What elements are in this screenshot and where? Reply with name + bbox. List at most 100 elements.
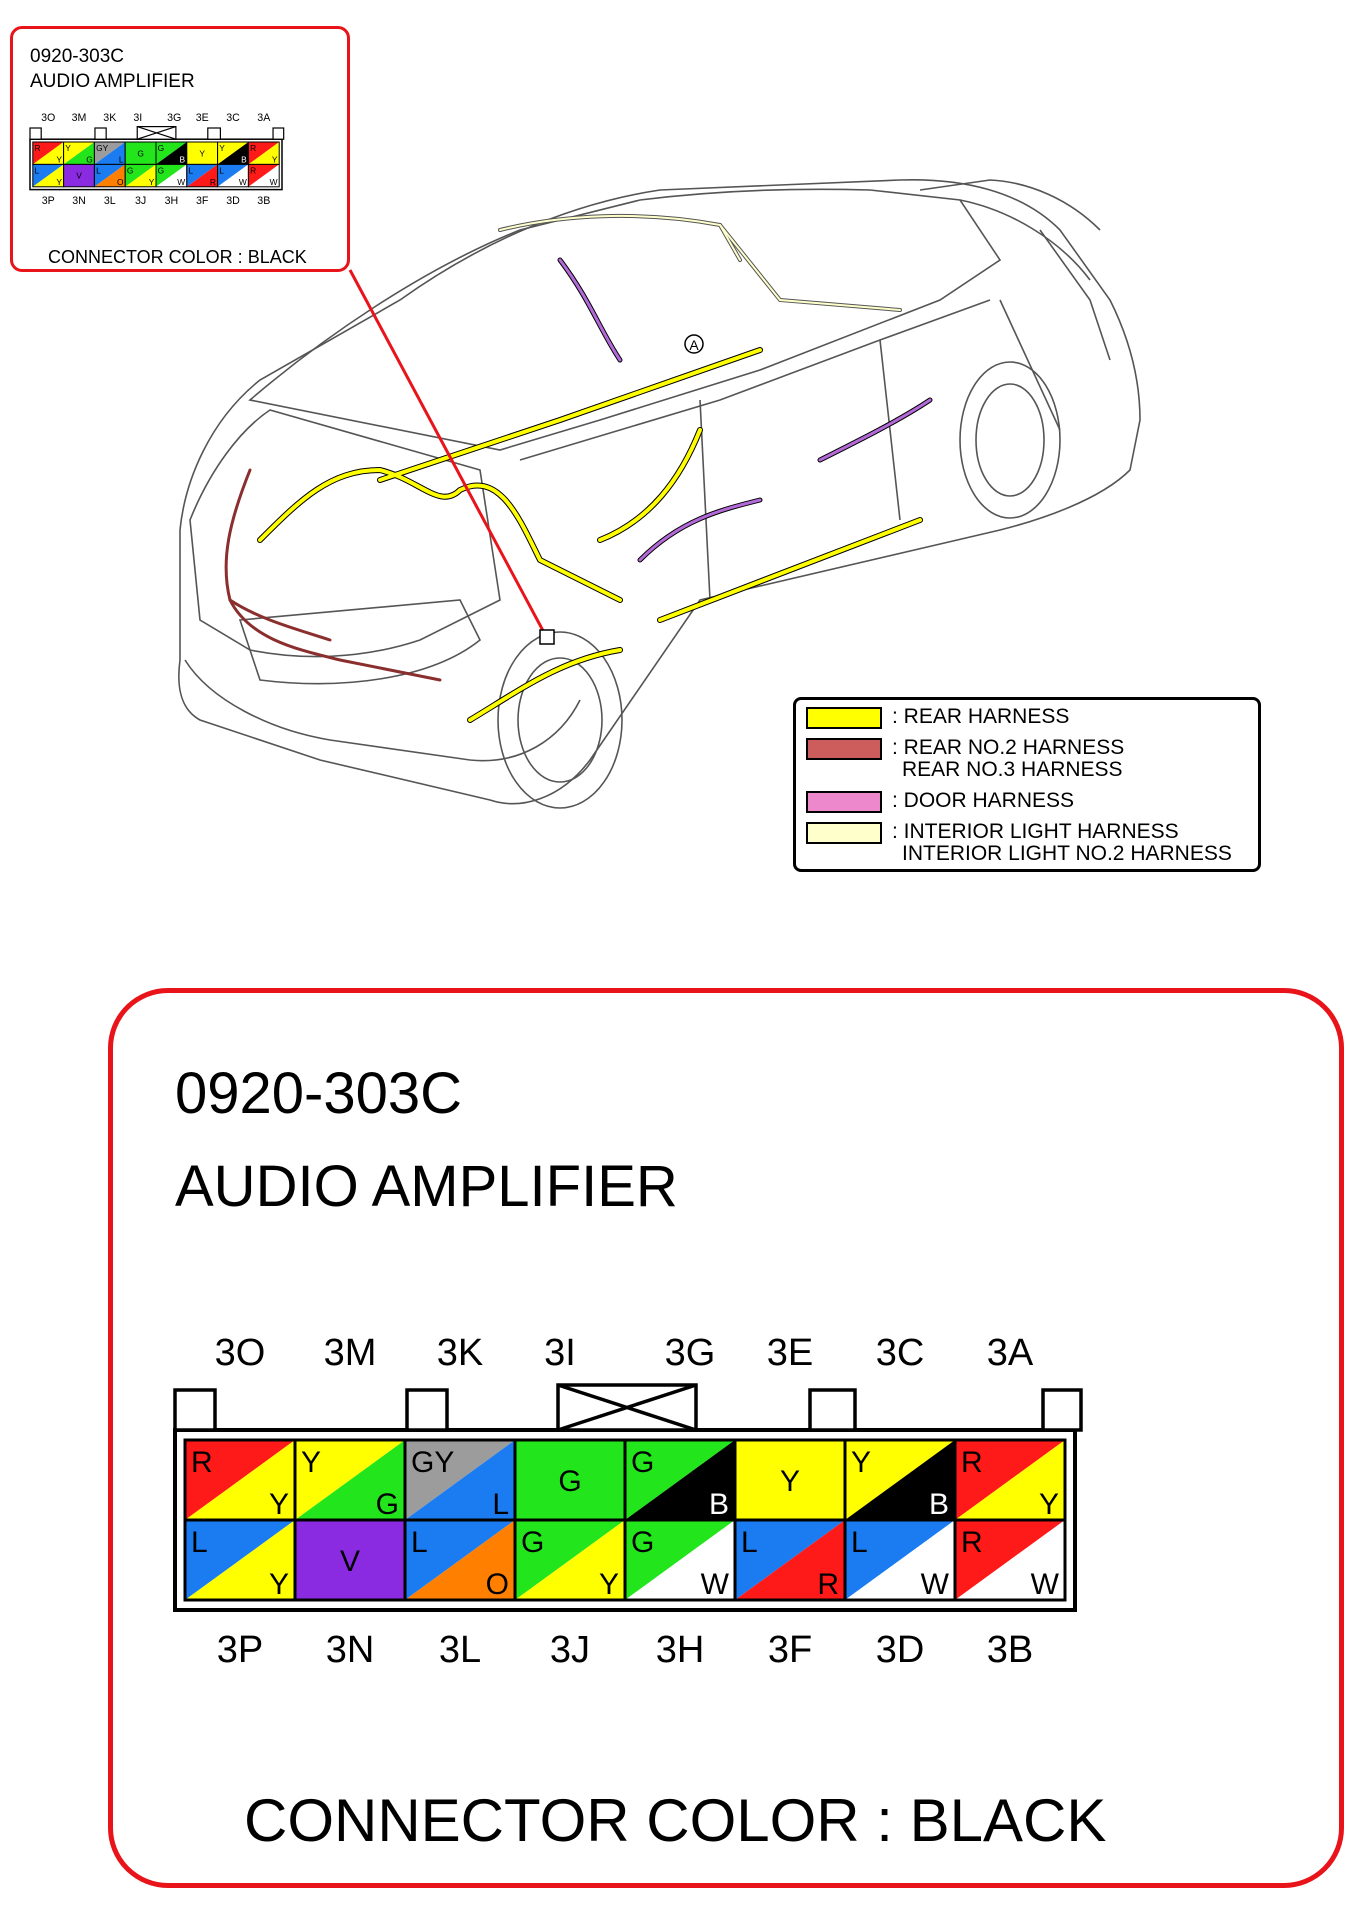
pin-label-3J: 3J	[135, 195, 146, 207]
pin-label-3I: 3I	[133, 112, 142, 124]
wire-code-primary: Y	[219, 143, 225, 153]
wire-code-stripe: B	[709, 1488, 729, 1521]
pin-label-3C: 3C	[876, 1332, 925, 1374]
wire-code-primary: G	[631, 1526, 654, 1559]
wire-code-primary: Y	[199, 148, 205, 158]
terminal-3G: GB	[623, 1438, 737, 1522]
wire-code-stripe: W	[701, 1568, 730, 1601]
pin-label-3A: 3A	[987, 1332, 1034, 1374]
connector-lock-tab	[207, 127, 222, 140]
wire-color-stripe	[94, 164, 126, 187]
wire-code-stripe: L	[119, 155, 124, 165]
wire-color-stripe	[185, 1440, 295, 1520]
wire-code-stripe: Y	[1039, 1488, 1059, 1521]
wire-code-stripe: Y	[56, 177, 62, 187]
wire-code-primary: L	[34, 165, 39, 175]
wire-color-stripe	[32, 164, 64, 187]
pin-label-3P: 3P	[42, 195, 55, 207]
wire-color-stripe	[735, 1520, 845, 1600]
wire-code-primary: V	[340, 1545, 360, 1578]
pin-label-3C: 3C	[226, 112, 240, 124]
connector-lock-tab	[94, 127, 107, 140]
terminal-3N: V	[63, 163, 95, 188]
pin-label-3G: 3G	[167, 112, 181, 124]
wire-code-stripe: O	[486, 1568, 509, 1601]
wire-color-stripe	[625, 1440, 735, 1520]
location-marker-label: A	[689, 337, 699, 353]
wire-code-stripe: R	[210, 177, 216, 187]
connector-location-mark	[539, 629, 555, 645]
pin-label-3D: 3D	[226, 195, 240, 207]
wire-code-primary: L	[96, 165, 101, 175]
wire-color-stripe	[156, 164, 187, 187]
terminal-3C: YB	[843, 1438, 957, 1522]
wire-code-primary: R	[34, 143, 40, 153]
location-marker-circle	[684, 334, 704, 354]
pin-label-3D: 3D	[876, 1629, 925, 1671]
pin-label-3F: 3F	[196, 195, 209, 207]
terminal-3O: RY	[183, 1438, 297, 1522]
wire-color-primary	[248, 142, 280, 165]
pin-label-3H: 3H	[165, 195, 179, 207]
pin-label-3K: 3K	[103, 112, 116, 124]
terminal-3B: RW	[247, 163, 280, 188]
wire-code-primary: L	[741, 1526, 758, 1559]
wire-color-primary	[186, 142, 218, 165]
legend-swatch	[806, 738, 882, 760]
legend-label-line2: REAR NO.3 HARNESS	[902, 758, 1123, 781]
terminal-3F: LR	[186, 163, 219, 188]
wire-color-primary	[125, 142, 156, 165]
connector-lock-tab	[272, 127, 285, 140]
wire-code-stripe: B	[929, 1488, 949, 1521]
wire-code-stripe: B	[241, 155, 247, 165]
wire-code-primary: L	[191, 1526, 208, 1559]
wire-color-stripe	[63, 142, 95, 165]
connector-lock-tab	[808, 1388, 857, 1432]
terminal-outline	[247, 163, 280, 188]
pin-label-3O: 3O	[215, 1332, 266, 1374]
wire-color-stripe	[845, 1520, 955, 1600]
pin-label-3L: 3L	[104, 195, 116, 207]
terminal-3K: GY L	[93, 141, 126, 165]
wire-color-stripe	[955, 1440, 1065, 1520]
wire-color-stripe	[295, 1440, 405, 1520]
pin-label-3F: 3F	[768, 1629, 812, 1671]
legend-label: : INTERIOR LIGHT HARNESS	[892, 820, 1179, 843]
wire-code-stripe: Y	[56, 155, 62, 165]
wire-code-primary: GY	[96, 143, 109, 153]
wire-code-primary: L	[411, 1526, 428, 1559]
wire-code-stripe: Y	[269, 1488, 289, 1521]
pin-label-3N: 3N	[72, 195, 86, 207]
wire-code-primary: G	[558, 1465, 581, 1498]
wire-code-primary: R	[250, 165, 256, 175]
vehicle-harness-illustration: A	[178, 178, 1141, 809]
terminal-outline	[953, 1518, 1067, 1602]
small-connector-color-label: CONNECTOR COLOR : BLACK	[48, 247, 307, 267]
connector-lock-tab	[405, 1388, 449, 1432]
harness-legend: : REAR HARNESS : REAR NO.2 HARNESS REAR …	[793, 697, 1261, 872]
terminal-3J: GY	[513, 1518, 627, 1602]
connector-key-cross	[137, 126, 177, 140]
wire-color-stripe	[405, 1520, 515, 1600]
terminal-3N: V	[293, 1518, 407, 1602]
pin-label-3B: 3B	[257, 195, 270, 207]
wire-code-primary: L	[851, 1526, 868, 1559]
terminal-3B: RW	[953, 1518, 1067, 1602]
wire-color-stripe	[955, 1520, 1065, 1600]
wire-color-stripe	[845, 1440, 955, 1520]
wire-code-stripe: Y	[272, 155, 278, 165]
wire-code-primary: G	[137, 148, 144, 158]
terminal-3E: Y	[733, 1438, 847, 1522]
connector-lock-tab	[29, 127, 42, 140]
terminal-3L: LO	[403, 1518, 517, 1602]
legend-label: : REAR HARNESS	[892, 705, 1070, 728]
wire-code-primary: G	[127, 165, 134, 175]
legend-label-line2: INTERIOR LIGHT NO.2 HARNESS	[902, 842, 1232, 865]
wire-color-primary	[515, 1440, 625, 1520]
wire-code-primary: G	[158, 165, 165, 175]
wire-color-stripe	[125, 164, 156, 187]
terminal-3I: G	[513, 1438, 627, 1522]
wire-code-primary: R	[961, 1526, 983, 1559]
